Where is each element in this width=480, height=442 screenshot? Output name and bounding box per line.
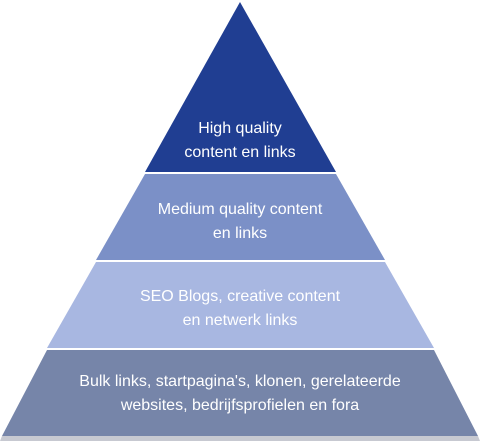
tier-1-shape: [145, 2, 336, 172]
tier-4-line-1: Bulk links, startpagina's, klonen, gerel…: [79, 373, 401, 390]
pyramid-base-shadow: [0, 436, 480, 441]
tier-1-label: High quality content en links: [140, 117, 340, 165]
tier-3-line-2: en netwerk links: [182, 312, 298, 329]
tier-2-line-1: Medium quality content: [157, 201, 323, 218]
tier-4-shape: [2, 350, 478, 436]
tier-3-shape: [47, 262, 434, 348]
tier-3-line-1: SEO Blogs, creative content: [139, 288, 341, 305]
tier-1-line-1: High quality: [198, 120, 282, 137]
tier-4-line-2: websites, bedrijfsprofielen en fora: [120, 397, 360, 414]
tier-4-label: Bulk links, startpagina's, klonen, gerel…: [20, 370, 460, 418]
tier-2-line-2: en links: [212, 225, 268, 242]
tier-2-label: Medium quality content en links: [110, 198, 370, 246]
tier-3-label: SEO Blogs, creative content en netwerk l…: [90, 285, 390, 333]
tier-2-shape: [96, 174, 385, 260]
tier-1-line-2: content en links: [184, 144, 296, 161]
